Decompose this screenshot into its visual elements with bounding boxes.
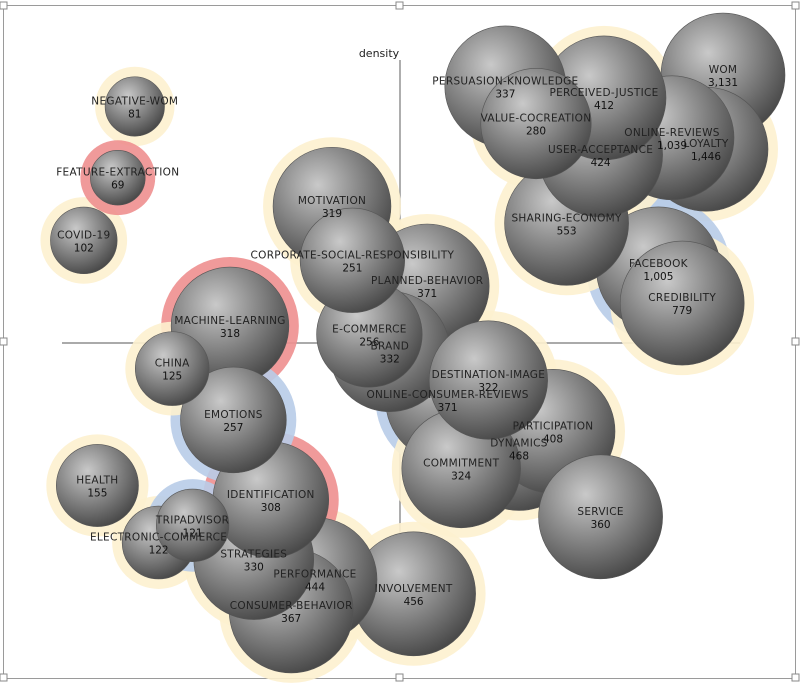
bubble-label-facebook: FACEBOOK [629, 258, 689, 270]
bubble-value-strategies: 330 [244, 562, 264, 574]
bubble-label-persuasion-knowledge: PERSUASION-KNOWLEDGE [432, 76, 578, 88]
bubble-value-perceived-justice: 412 [594, 100, 614, 112]
bubble-value-credibility: 779 [672, 305, 692, 317]
resize-handle-top-right[interactable] [791, 1, 800, 10]
bubble-label-strategies: STRATEGIES [220, 549, 287, 561]
bubble-label-commitment: COMMITMENT [423, 457, 499, 469]
bubble-label-identification: IDENTIFICATION [227, 489, 315, 501]
bubble-credibility [619, 240, 745, 366]
bubble-value-motivation: 319 [322, 208, 342, 220]
bubble-value-e-commerce: 256 [359, 336, 379, 348]
bubble-label-feature-extraction: FEATURE-EXTRACTION [56, 167, 179, 179]
bubble-health [56, 444, 139, 527]
bubble-value-dynamics: 468 [509, 450, 529, 462]
bubble-value-destination-image: 322 [478, 382, 498, 394]
bubble-emotions [180, 366, 287, 474]
bubble-corporate-social-responsibility [299, 207, 405, 313]
resize-handle-middle-left[interactable] [0, 337, 8, 346]
bubble-label-dynamics: DYNAMICS [490, 437, 548, 449]
bubble-label-e-commerce: E-COMMERCE [332, 323, 407, 335]
bubble-label-credibility: CREDIBILITY [648, 292, 716, 304]
bubble-value-value-cocreation: 280 [526, 126, 546, 138]
bubble-value-health: 155 [87, 488, 107, 500]
bubble-feature-extraction [90, 149, 146, 206]
bubble-label-sharing-economy: SHARING-ECONOMY [511, 212, 622, 224]
bubble-tripadvisor [156, 488, 230, 563]
bubble-label-machine-learning: MACHINE-LEARNING [174, 315, 285, 327]
bubble-destination-image [428, 320, 548, 440]
bubble-value-sharing-economy: 553 [557, 225, 577, 237]
resize-handle-top-left[interactable] [0, 1, 8, 10]
bubble-value-electronic-commerce: 122 [149, 545, 169, 557]
bubble-negative-wom [104, 76, 165, 137]
bubble-value-facebook: 1,005 [643, 271, 673, 283]
bubble-label-destination-image: DESTINATION-IMAGE [432, 369, 546, 381]
resize-handle-bottom-left[interactable] [0, 673, 8, 682]
bubble-label-online-consumer-reviews: ONLINE-CONSUMER-REVIEWS [366, 389, 528, 401]
bubble-label-user-acceptance: USER-ACCEPTANCE [548, 144, 653, 156]
bubble-label-involvement: INVOLVEMENT [375, 583, 453, 595]
bubble-label-wom: WOM [709, 64, 738, 76]
bubble-label-online-reviews: ONLINE-REVIEWS [624, 127, 719, 139]
bubble-value-consumer-behavior: 367 [281, 613, 301, 625]
bubble-value-service: 360 [591, 519, 611, 531]
bubble-label-electronic-commerce: ELECTRONIC-COMMERCE [90, 532, 227, 544]
bubble-value-persuasion-knowledge: 337 [495, 89, 515, 101]
bubble-label-emotions: EMOTIONS [204, 409, 263, 421]
bubbles [50, 12, 786, 674]
bubble-value-loyalty: 1,446 [691, 151, 721, 163]
bubble-label-tripadvisor: TRIPADVISOR [155, 514, 229, 526]
bubble-value-commitment: 324 [451, 470, 471, 482]
bubble-value-emotions: 257 [223, 422, 243, 434]
resize-handle-bottom-right[interactable] [791, 673, 800, 682]
bubble-label-negative-wom: NEGATIVE-WOM [91, 95, 178, 107]
bubble-covid-19 [50, 206, 118, 275]
bubble-china [135, 331, 210, 406]
bubble-label-participation: PARTICIPATION [513, 420, 594, 432]
bubble-label-value-cocreation: VALUE-COCREATION [481, 113, 592, 125]
bubble-value-involvement: 456 [404, 596, 424, 608]
bubble-value-covid-19: 102 [74, 242, 94, 254]
bubble-label-motivation: MOTIVATION [298, 195, 366, 207]
bubble-value-wom: 3,131 [708, 77, 738, 89]
bubble-service [538, 454, 663, 580]
y-axis-label: density [359, 47, 400, 60]
bubble-label-loyalty: LOYALTY [683, 138, 729, 150]
bubble-value-user-acceptance: 424 [591, 157, 611, 169]
bubble-label-consumer-behavior: CONSUMER-BEHAVIOR [230, 600, 353, 612]
bubble-value-china: 125 [162, 371, 182, 383]
bubble-value-cocreation [480, 68, 592, 180]
resize-handle-bottom-center[interactable] [395, 673, 404, 682]
bubble-value-negative-wom: 81 [128, 108, 141, 120]
bubble-label-covid-19: COVID-19 [57, 229, 110, 241]
bubble-label-performance: PERFORMANCE [273, 569, 356, 581]
bubble-value-online-reviews: 1,039 [657, 140, 687, 152]
bubble-value-tripadvisor: 121 [183, 527, 203, 539]
bubble-label-perceived-justice: PERCEIVED-JUSTICE [549, 87, 658, 99]
bubble-value-online-consumer-reviews: 371 [438, 402, 458, 414]
bubble-value-performance: 444 [305, 582, 325, 594]
resize-handle-top-center[interactable] [395, 1, 404, 10]
resize-handle-middle-right[interactable] [791, 337, 800, 346]
bubble-value-machine-learning: 318 [220, 328, 240, 340]
bubble-label-planned-behavior: PLANNED-BEHAVIOR [371, 275, 483, 287]
bubble-value-participation: 408 [543, 433, 563, 445]
bubble-value-planned-behavior: 371 [417, 288, 437, 300]
bubble-label-service: SERVICE [577, 506, 623, 518]
bubble-value-feature-extraction: 69 [111, 180, 124, 192]
bubble-value-corporate-social-responsibility: 251 [342, 262, 362, 274]
bubble-value-brand: 332 [380, 354, 400, 366]
bubble-value-identification: 308 [261, 502, 281, 514]
bubble-label-corporate-social-responsibility: CORPORATE-SOCIAL-RESPONSIBILITY [251, 249, 455, 261]
bubble-label-china: CHINA [155, 358, 190, 370]
bubble-label-brand: BRAND [370, 341, 409, 353]
bubble-label-health: HEALTH [76, 475, 118, 487]
